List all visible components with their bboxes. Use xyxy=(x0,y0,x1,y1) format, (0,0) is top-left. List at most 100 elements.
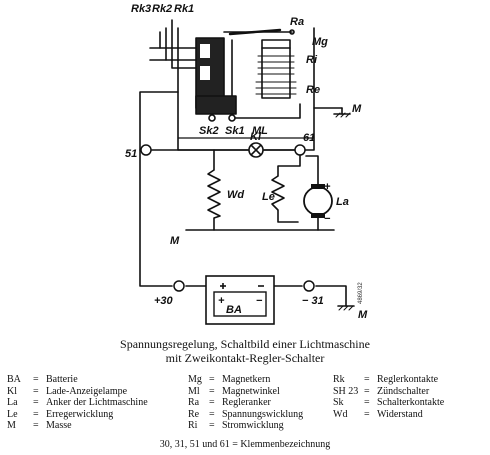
terminal-footnote: 30, 31, 51 und 61 = Klemmenbezeichnung xyxy=(159,439,331,450)
label-la-plus: + xyxy=(324,181,331,193)
label-sk2: Sk2 xyxy=(199,125,219,137)
legend-description: Magnetwinkel xyxy=(222,385,280,397)
label-battery-minus: − xyxy=(256,295,263,307)
legend-equals: = xyxy=(209,408,215,420)
legend-entry: M = Masse xyxy=(7,420,148,432)
label-battery-plus: + xyxy=(218,295,225,307)
legend-entry: Ra = Regleranker xyxy=(188,397,303,409)
regulator-contacts xyxy=(149,19,225,109)
legend-description: Widerstand xyxy=(377,408,423,420)
legend-abbreviation: Wd xyxy=(333,408,348,420)
legend-equals: = xyxy=(209,374,215,385)
terminal-61 xyxy=(294,144,306,156)
legend-abbreviation: M xyxy=(7,420,16,432)
legend-abbreviation: Ri xyxy=(188,420,198,432)
voltage-winding xyxy=(255,81,297,95)
wiring-schematic: Rk3 Rk2 Rk1 Ra Mg Ri Re Sk2 Sk1 ML 51 Kl… xyxy=(125,3,368,325)
label-ml: ML xyxy=(252,125,268,137)
magnet-core xyxy=(261,39,291,99)
legend-abbreviation: Rk xyxy=(333,374,345,385)
terminal-30 xyxy=(173,280,185,292)
switch-contacts xyxy=(195,95,237,122)
terminal-31 xyxy=(303,280,315,292)
label-sk1: Sk1 xyxy=(225,125,245,137)
legend-entry: Sk = Schalterkontakte xyxy=(333,397,444,409)
legend-description: Regleranker xyxy=(222,397,271,409)
legend-abbreviation: Kl xyxy=(7,385,17,397)
legend-equals: = xyxy=(33,385,39,397)
legend-abbreviation: Ml xyxy=(188,385,200,397)
legend-equals: = xyxy=(364,385,370,397)
legend-abbreviation: La xyxy=(7,397,18,409)
legend-entry: Ml = Magnetwinkel xyxy=(188,386,303,398)
label-terminal-61: 61 xyxy=(303,132,315,144)
legend-abbreviation: SH 23 xyxy=(333,385,359,397)
current-winding xyxy=(257,55,295,75)
caption-subtitle: mit Zweikontakt-Regler-Schalter xyxy=(165,351,325,365)
magnet-angle xyxy=(231,39,301,119)
legend-abbreviation: Re xyxy=(188,408,200,420)
label-ra: Ra xyxy=(290,16,304,28)
label-rk2: Rk2 xyxy=(152,3,172,15)
label-terminal-51: 51 xyxy=(125,148,137,160)
legend-entry: BA=Batterie xyxy=(7,374,148,386)
legend-entry: Wd = Widerstand xyxy=(333,409,444,421)
label-wd: Wd xyxy=(227,189,244,201)
legend-equals: = xyxy=(33,408,39,420)
legend-description: Masse xyxy=(46,420,72,432)
legend-equals: = xyxy=(33,397,39,409)
regulator-armature xyxy=(223,28,295,36)
label-ground-top: M xyxy=(352,103,362,115)
label-mg: Mg xyxy=(312,36,328,48)
legend-entry: Rk = Reglerkontakte xyxy=(333,374,444,386)
legend-description: Stromwicklung xyxy=(222,420,284,432)
legend-equals: = xyxy=(364,397,370,409)
legend-description: Schalterkontakte xyxy=(377,397,445,409)
legend-entry: La = Anker der Lichtmaschine xyxy=(7,397,148,409)
charge-lamp xyxy=(248,142,264,158)
legend-description: Zündschalter xyxy=(377,385,430,397)
legend-entry: Mg=Magnetkern xyxy=(188,374,303,386)
legend-equals: = xyxy=(33,420,39,432)
label-rk1: Rk1 xyxy=(174,3,194,15)
legend-entry: Kl = Lade-Anzeigelampe xyxy=(7,386,148,398)
legend-description: Lade-Anzeigelampe xyxy=(46,385,128,397)
legend-entry: SH 23 = Zündschalter xyxy=(333,386,444,398)
legend-equals: = xyxy=(209,420,215,432)
legend-description: Magnetkern xyxy=(222,374,271,385)
legend-description: Reglerkontakte xyxy=(377,374,439,385)
legend-entry: Ri = Stromwicklung xyxy=(188,420,303,432)
label-terminal-31: − 31 xyxy=(302,295,324,307)
label-la-minus: − xyxy=(324,213,331,225)
label-ground-mid: M xyxy=(170,235,180,247)
legend-abbreviation: Ra xyxy=(188,397,200,409)
label-reference-code: 4869/32 xyxy=(358,282,364,304)
label-re: Re xyxy=(306,84,320,96)
label-terminal-30: +30 xyxy=(154,295,174,307)
label-ri: Ri xyxy=(306,54,318,66)
label-kl: Kl xyxy=(250,131,262,143)
legend-equals: = xyxy=(209,385,215,397)
label-le: Le xyxy=(262,191,275,203)
label-battery: BA xyxy=(226,304,242,316)
legend-description: Anker der Lichtmaschine xyxy=(46,397,148,409)
terminal-51 xyxy=(140,144,152,156)
legend-entry: Le=Erregerwicklung xyxy=(7,409,148,421)
legend-abbreviation: Le xyxy=(7,408,18,420)
legend-equals: = xyxy=(364,374,370,385)
label-rk3: Rk3 xyxy=(131,3,151,15)
excitation-winding xyxy=(271,175,285,211)
legend-equals: = xyxy=(364,408,370,420)
legend-entry: Re = Spannungswicklung xyxy=(188,409,303,421)
legend-description: Spannungswicklung xyxy=(222,408,304,420)
resistor xyxy=(207,169,221,219)
battery xyxy=(205,275,275,325)
legend-equals: = xyxy=(33,374,39,385)
legend-abbreviation: BA xyxy=(7,374,21,385)
legend-abbreviation: Sk xyxy=(333,397,344,409)
legend-equals: = xyxy=(209,397,215,409)
caption-title: Spannungsregelung, Schaltbild einer Lich… xyxy=(120,337,370,351)
